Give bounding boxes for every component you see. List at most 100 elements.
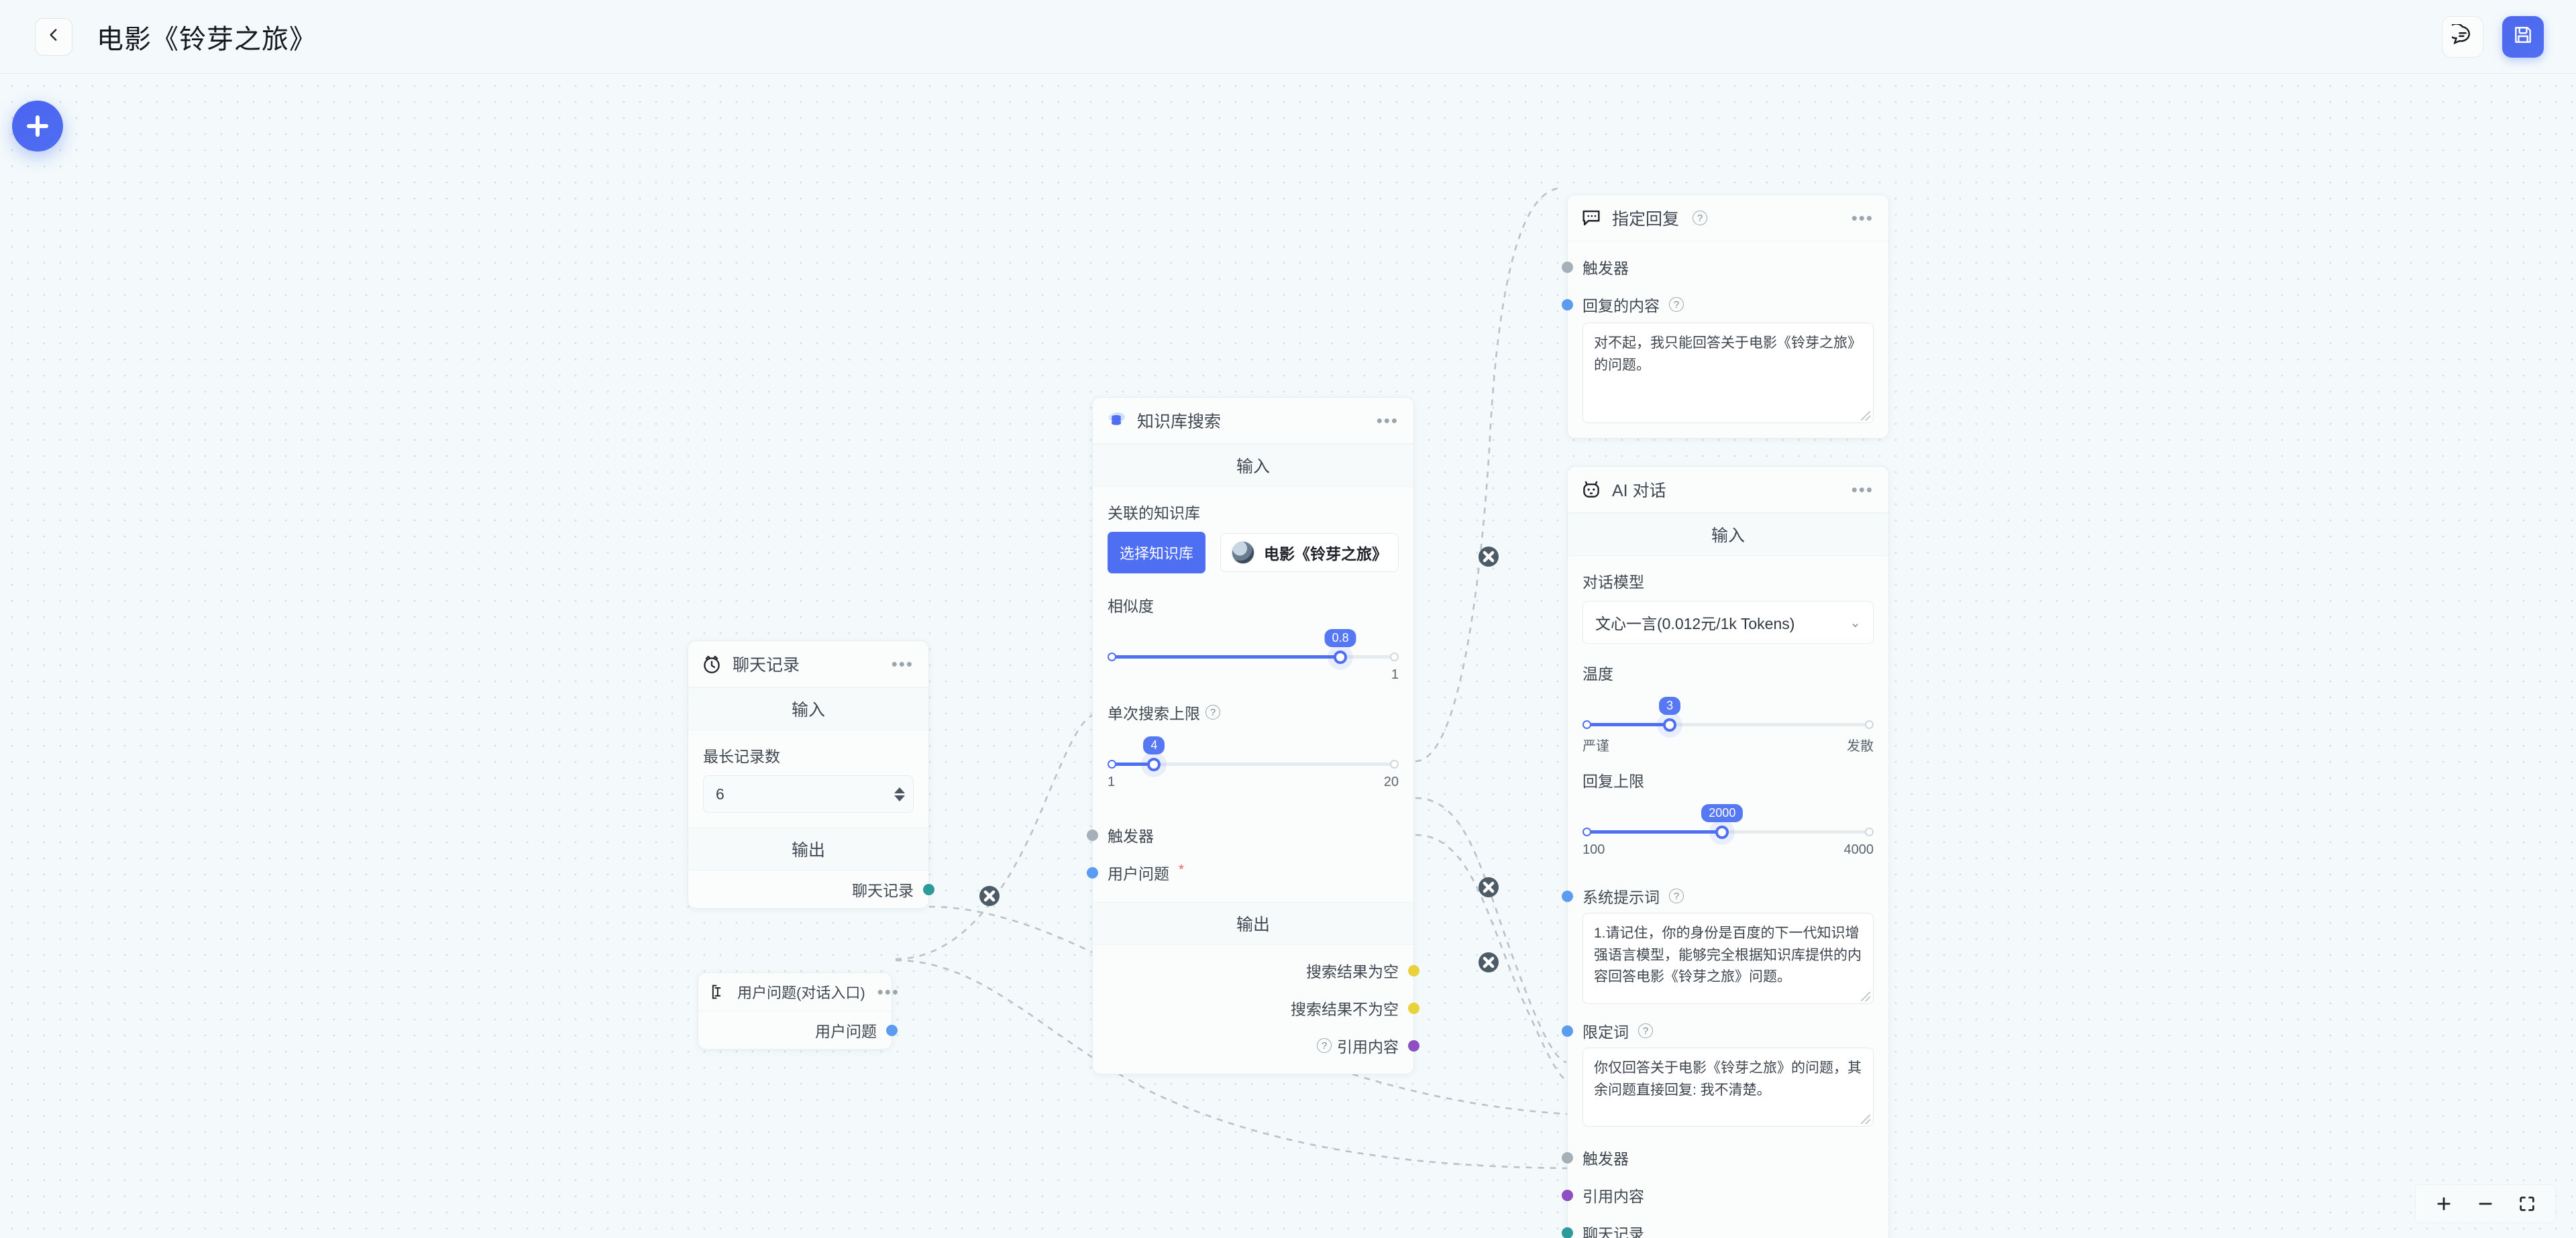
qualifier-textarea[interactable]: 你仅回答关于电影《铃芽之旅》的问题，其余问题直接回复: 我不清楚。: [1582, 1048, 1874, 1127]
top-bar-actions: [2442, 15, 2544, 58]
slider-cap-right: [1865, 828, 1874, 836]
max-reply-slider[interactable]: 2000 100 4000: [1582, 804, 1874, 860]
select-kb-button[interactable]: 选择知识库: [1108, 532, 1205, 573]
system-prompt-textarea[interactable]: 1.请记住，你的身份是百度的下一代知识增强语言模型，能够完全根据知识库提供的内容…: [1582, 913, 1874, 1004]
stepper-arrows[interactable]: [894, 787, 909, 801]
node-body: 你仅回答关于电影《铃芽之旅》的问题，其余问题直接回复: 我不清楚。: [1568, 1045, 1888, 1139]
port-row: 系统提示词 ?: [1562, 877, 1888, 910]
add-node-button[interactable]: [12, 101, 63, 152]
port-dot-trigger-in[interactable]: [1562, 261, 1573, 273]
node-title: 用户问题(对话入口): [737, 984, 865, 1001]
edge-delete-button[interactable]: [979, 886, 1000, 906]
max-records-input[interactable]: [716, 785, 894, 803]
related-kb-row: 选择知识库 电影《铃芽之旅》: [1108, 532, 1399, 573]
temperature-knob[interactable]: [1663, 718, 1677, 732]
node-assigned-reply[interactable]: 指定回复 ? ••• 触发器 回复的内容 ? 对不起，我只能回答关于电影《铃芽之…: [1562, 194, 1889, 439]
zoom-out-button[interactable]: [2476, 1194, 2495, 1213]
zoom-in-button[interactable]: [2434, 1194, 2453, 1213]
node-user-question-entry[interactable]: 用户问题(对话入口) ••• 用户问题: [698, 972, 898, 1050]
search-limit-text: 单次搜索上限: [1108, 705, 1200, 722]
model-select[interactable]: 文心一言(0.012元/1k Tokens) ⌄: [1582, 601, 1874, 644]
kb-avatar: [1232, 541, 1254, 564]
max-records-stepper[interactable]: [703, 775, 914, 813]
chevron-left-icon: [45, 26, 62, 47]
help-icon[interactable]: ?: [1693, 211, 1708, 225]
similarity-slider[interactable]: 0.8 1: [1108, 629, 1399, 685]
node-title: 聊天记录: [733, 656, 800, 675]
temperature-max-label: 发散: [1847, 739, 1874, 754]
stepper-up-icon[interactable]: [894, 787, 905, 793]
temperature-slider[interactable]: 3 严谨 发散: [1582, 697, 1874, 754]
help-icon[interactable]: ?: [1638, 1023, 1653, 1038]
port-dot-system-prompt-in[interactable]: [1562, 890, 1573, 902]
temperature-value-bubble: 3: [1659, 697, 1681, 715]
port-row: 回复的内容 ?: [1562, 286, 1888, 320]
help-icon[interactable]: ?: [1317, 1038, 1332, 1053]
node-body: 最长记录数: [688, 730, 928, 828]
node-menu-button[interactable]: •••: [877, 982, 900, 1002]
port-label-trigger: 触发器: [1108, 828, 1154, 845]
node-menu-button[interactable]: •••: [1851, 480, 1874, 500]
port-dot-trigger-in[interactable]: [1562, 1151, 1573, 1164]
port-dot-qualifier-in[interactable]: [1562, 1025, 1573, 1037]
port-row: 聊天记录: [688, 870, 934, 908]
node-kb-search[interactable]: 知识库搜索 ••• 输入 关联的知识库 选择知识库 电影《铃芽之旅》 相似度 0…: [1087, 397, 1419, 1074]
port-dot-trigger-in[interactable]: [1087, 829, 1098, 841]
max-records-label: 最长记录数: [703, 748, 780, 765]
edge-delete-button[interactable]: [1479, 952, 1499, 972]
port-label-user-question: 用户问题: [815, 1023, 877, 1040]
max-reply-knob[interactable]: [1715, 826, 1729, 839]
kb-chip[interactable]: 电影《铃芽之旅》: [1220, 533, 1399, 572]
slider-fill: [1586, 830, 1726, 834]
node-body: 关联的知识库 选择知识库 电影《铃芽之旅》 相似度 0.8 1: [1093, 487, 1413, 816]
comment-button[interactable]: [2442, 15, 2483, 58]
related-kb-label: 关联的知识库: [1108, 504, 1200, 522]
search-limit-slider[interactable]: 4 1 20: [1108, 736, 1399, 792]
node-header: 知识库搜索 •••: [1093, 398, 1413, 444]
port-label-trigger: 触发器: [1582, 260, 1629, 277]
help-icon[interactable]: ?: [1669, 889, 1684, 903]
port-label-trigger: 触发器: [1582, 1150, 1629, 1168]
port-dot-quote-content[interactable]: [1408, 1039, 1419, 1052]
port-dot-reply-content-in[interactable]: [1562, 298, 1573, 311]
edge-delete-button[interactable]: [1479, 877, 1499, 897]
help-icon[interactable]: ?: [1205, 705, 1220, 720]
back-button[interactable]: [35, 17, 72, 56]
system-prompt-label: 系统提示词: [1582, 889, 1660, 906]
port-dot-user-question-in[interactable]: [1087, 866, 1098, 879]
model-select-value: 文心一言(0.012元/1k Tokens): [1595, 615, 1795, 632]
reply-content-textarea[interactable]: 对不起，我只能回答关于电影《铃芽之旅》的问题。: [1582, 323, 1874, 423]
search-limit-knob[interactable]: [1147, 758, 1161, 771]
port-dot-quote-content-in[interactable]: [1562, 1189, 1573, 1201]
save-button[interactable]: [2502, 15, 2544, 58]
stepper-down-icon[interactable]: [894, 795, 905, 801]
node-ai-chat[interactable]: AI 对话 ••• 输入 对话模型 文心一言(0.012元/1k Tokens)…: [1562, 466, 1889, 1238]
reply-content-label: 回复的内容: [1582, 297, 1660, 315]
slider-cap-right: [1390, 760, 1399, 769]
port-dot-result-not-empty[interactable]: [1408, 1002, 1419, 1014]
port-row: 搜索结果为空: [1093, 952, 1419, 989]
fit-screen-button[interactable]: [2518, 1194, 2536, 1213]
node-menu-button[interactable]: •••: [891, 654, 914, 674]
slider-cap-left: [1108, 760, 1116, 769]
port-dot-result-empty[interactable]: [1408, 964, 1419, 976]
node-chat-history[interactable]: 聊天记录 ••• 输入 最长记录数 输出 聊天记录: [688, 640, 934, 909]
model-label: 对话模型: [1582, 573, 1644, 591]
port-dot-user-question-out[interactable]: [886, 1024, 898, 1036]
node-menu-button[interactable]: •••: [1851, 208, 1874, 228]
similarity-knob[interactable]: [1334, 651, 1348, 664]
output-band: 输出: [688, 828, 928, 870]
robot-icon: [1580, 478, 1603, 501]
input-band: 输入: [1568, 513, 1888, 556]
port-row: 触发器: [1562, 248, 1888, 286]
port-dot-chat-history-in[interactable]: [1562, 1227, 1573, 1238]
search-limit-max-label: 20: [1383, 775, 1399, 789]
node-header: 用户问题(对话入口) •••: [698, 973, 898, 1011]
port-dot-chat-history-out[interactable]: [923, 883, 934, 895]
help-icon[interactable]: ?: [1669, 297, 1684, 312]
edge-delete-button[interactable]: [1479, 547, 1499, 567]
node-menu-button[interactable]: •••: [1376, 410, 1399, 431]
flow-canvas[interactable]: 聊天记录 ••• 输入 最长记录数 输出 聊天记录 用户: [0, 74, 2576, 1238]
slider-fill: [1586, 723, 1674, 726]
chevron-down-icon: ⌄: [1849, 615, 1861, 630]
